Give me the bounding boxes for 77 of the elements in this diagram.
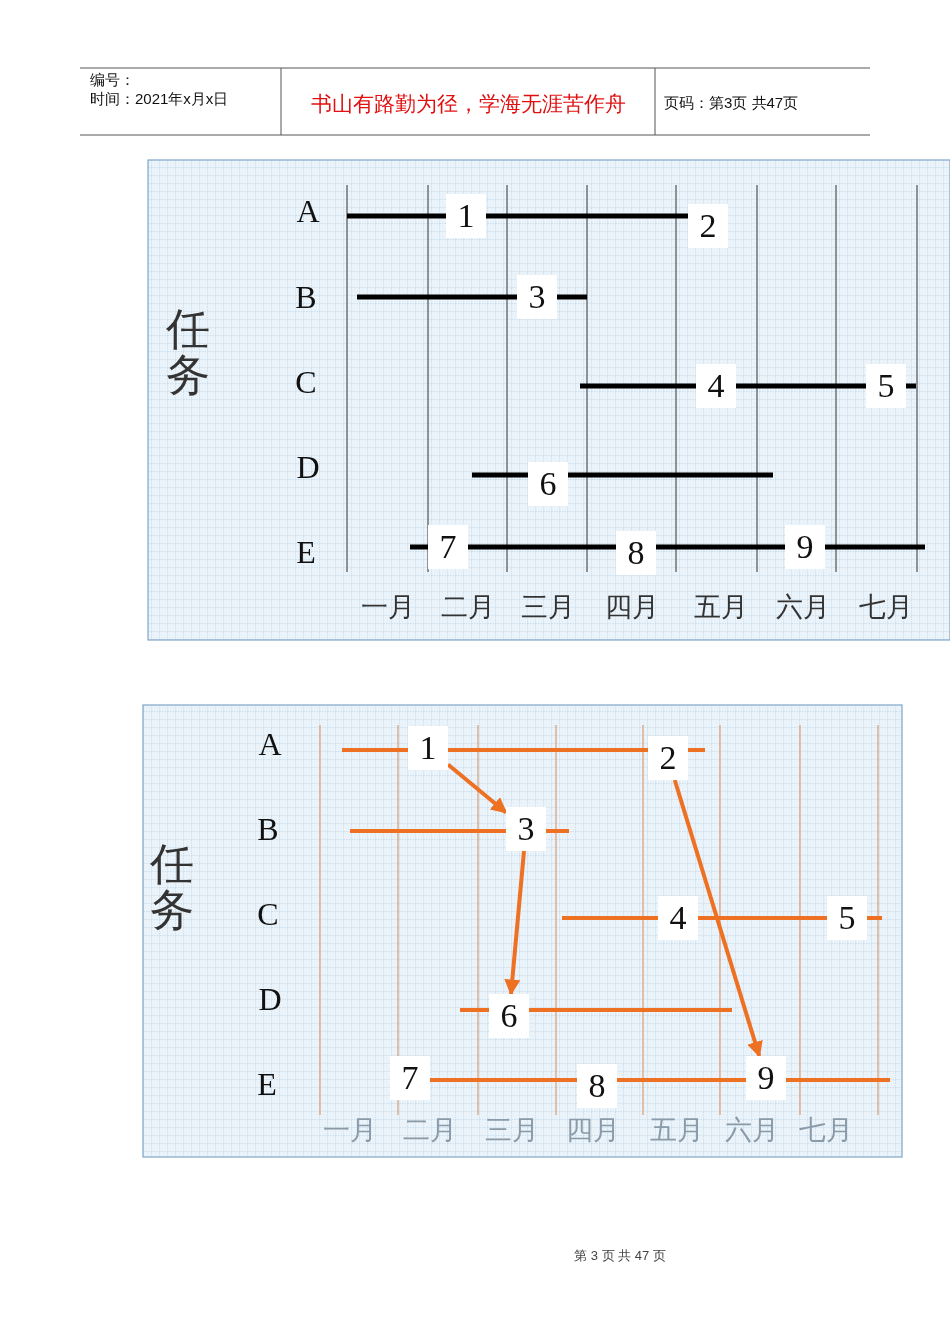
task-number-box: 9 xyxy=(785,525,825,569)
task-bar xyxy=(448,748,648,752)
month-label: 一月 xyxy=(361,593,415,623)
month-label: 二月 xyxy=(403,1116,457,1146)
task-number-box: 4 xyxy=(696,364,736,408)
row-letter: C xyxy=(257,897,279,933)
task-number-box: 4 xyxy=(658,896,698,940)
task-bar xyxy=(568,472,773,478)
row-letter: A xyxy=(296,194,320,230)
dependency-arrow xyxy=(504,850,526,996)
task-bar xyxy=(698,916,827,920)
task-bar xyxy=(736,383,866,389)
task-number-box: 2 xyxy=(688,204,728,248)
month-label: 五月 xyxy=(650,1116,704,1146)
month-label: 一月 xyxy=(323,1116,377,1146)
axis-title: 任务 xyxy=(166,306,210,400)
month-label: 四月 xyxy=(566,1116,620,1146)
month-label: 三月 xyxy=(521,593,575,623)
row-letter: D xyxy=(296,450,320,486)
month-label: 六月 xyxy=(725,1116,779,1146)
task-bar xyxy=(357,294,517,300)
task-bar xyxy=(350,829,506,833)
task-number-box: 2 xyxy=(648,736,688,780)
task-bar xyxy=(825,544,925,550)
page-footer: 第 3 页 共 47 页 xyxy=(574,1248,666,1264)
row-letter: E xyxy=(296,535,316,571)
field-label: 编号： xyxy=(90,71,135,89)
row-letter: B xyxy=(295,280,317,316)
task-number-box: 3 xyxy=(506,807,546,851)
task-number-box: 5 xyxy=(866,364,906,408)
task-number-box: 6 xyxy=(489,994,529,1038)
row-letter: B xyxy=(257,812,279,848)
task-bar xyxy=(486,213,688,219)
motto-text: 书山有路勤为径，学海无涯苦作舟 xyxy=(310,92,626,116)
task-number-box: 8 xyxy=(616,531,656,575)
task-bar xyxy=(472,472,528,478)
task-bar xyxy=(562,916,658,920)
task-number-box: 1 xyxy=(446,194,486,238)
task-number-box: 7 xyxy=(390,1056,430,1100)
task-bar xyxy=(410,544,428,550)
month-label: 三月 xyxy=(485,1116,539,1146)
task-number-box: 5 xyxy=(827,896,867,940)
dependency-arrow xyxy=(672,779,763,1058)
month-label: 五月 xyxy=(694,593,748,623)
task-bar xyxy=(906,383,916,389)
row-letter: E xyxy=(257,1067,277,1103)
row-letter: C xyxy=(295,365,317,401)
task-bar xyxy=(529,1008,732,1012)
task-bar xyxy=(617,1078,746,1082)
task-number-box: 3 xyxy=(517,275,557,319)
task-bar xyxy=(342,748,408,752)
task-bar xyxy=(347,213,446,219)
task-number-box: 6 xyxy=(528,462,568,506)
task-bar xyxy=(468,544,616,550)
month-label: 二月 xyxy=(441,593,495,623)
task-number-box: 9 xyxy=(746,1056,786,1100)
task-number-box: 1 xyxy=(408,726,448,770)
task-bar xyxy=(546,829,569,833)
task-bar xyxy=(430,1078,577,1082)
task-bar xyxy=(580,383,696,389)
task-bar xyxy=(557,294,587,300)
row-letter: D xyxy=(258,982,282,1018)
row-letter: A xyxy=(258,727,282,763)
month-label: 四月 xyxy=(605,593,659,623)
month-label: 七月 xyxy=(859,593,913,623)
task-number-box: 8 xyxy=(577,1064,617,1108)
task-bar xyxy=(460,1008,489,1012)
task-bar xyxy=(656,544,785,550)
month-label: 七月 xyxy=(799,1116,853,1146)
axis-title: 任务 xyxy=(150,841,194,935)
task-bar xyxy=(688,748,705,752)
date-field: 时间：2021年x月x日 xyxy=(90,90,229,108)
task-bar xyxy=(867,916,882,920)
task-bar xyxy=(786,1078,890,1082)
page-number: 页码：第3页 共47页 xyxy=(664,94,799,112)
month-label: 六月 xyxy=(776,593,830,623)
task-number-box: 7 xyxy=(428,525,468,569)
